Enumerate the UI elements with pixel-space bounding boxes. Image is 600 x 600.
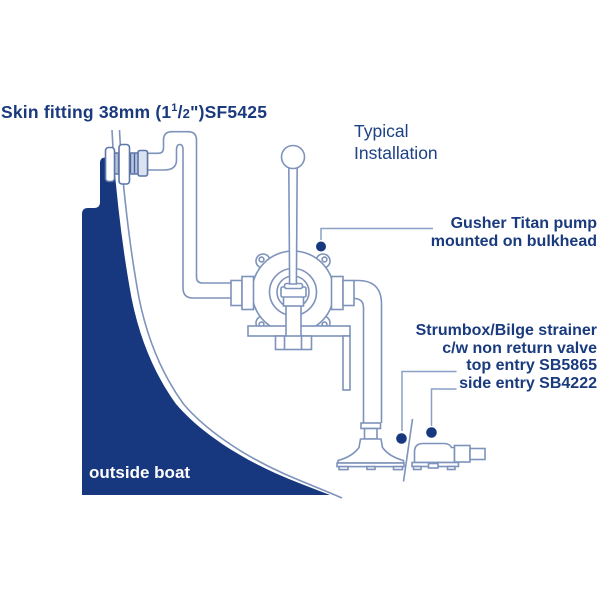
hull-skin-inner-line xyxy=(118,129,343,499)
divider-slash xyxy=(402,418,414,482)
skin-fitting-label-sup: 1 xyxy=(171,102,178,114)
skin-fitting-label-prefix: Skin fitting 38mm (1 xyxy=(1,102,172,122)
strumbox-line1: Strumbox/Bilge strainer xyxy=(415,322,597,339)
typical-line1: Typical xyxy=(354,121,409,141)
gusher-line2: mounted on bulkhead xyxy=(430,232,597,250)
skin-fitting xyxy=(104,143,149,185)
skin-fitting-label-sub: 2 xyxy=(182,106,191,121)
skin-fitting-label: Skin fitting 38mm (11/2")SF5425 xyxy=(1,102,267,123)
skin-fitting-label-suffix: ")SF5425 xyxy=(190,102,268,122)
suction-pipe xyxy=(353,279,383,423)
pump-leader-line xyxy=(320,227,433,240)
outside-boat-label: outside boat xyxy=(89,463,191,482)
typical-line2: Installation xyxy=(354,143,438,163)
pump-right-port xyxy=(330,275,355,311)
strumbox-line3: top entry SB5865 xyxy=(466,357,597,375)
strumbox-line4: side entry SB4222 xyxy=(459,375,597,393)
typical-installation-label: Typical Installation xyxy=(354,120,438,164)
pump-left-port xyxy=(230,275,255,311)
leader-dots xyxy=(316,241,437,444)
gusher-pump-label: Gusher Titan pump mounted on bulkhead xyxy=(431,215,597,250)
pump-leader-dot xyxy=(316,241,326,252)
bell-strainer-top-entry xyxy=(336,422,405,471)
leader-lines xyxy=(320,227,457,431)
strumbox-line2: c/w non return valve xyxy=(442,339,597,357)
gusher-line1: Gusher Titan pump xyxy=(450,215,597,232)
pump-handle xyxy=(280,144,306,285)
discharge-pipe xyxy=(148,130,232,299)
top-entry-leader-dot xyxy=(396,433,407,444)
strumbox-label: Strumbox/Bilge strainer c/w non return v… xyxy=(416,322,597,393)
handle-ball xyxy=(280,144,306,170)
top-entry-leader-line xyxy=(401,370,457,431)
side-entry-leader-dot xyxy=(426,427,437,438)
clamp-foot xyxy=(274,335,313,351)
side-entry-leader-line xyxy=(430,388,457,426)
skin-fitting-label-slash: / xyxy=(177,102,183,122)
side-strainer-side-entry xyxy=(411,442,486,471)
